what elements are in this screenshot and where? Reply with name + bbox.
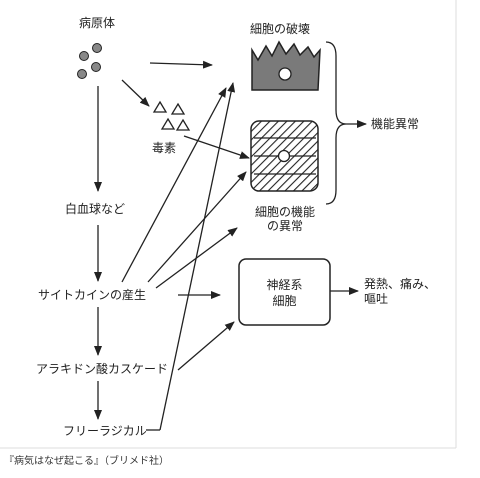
- pathogen-particles: [77, 43, 102, 79]
- nervous-cell-box: [238, 258, 331, 326]
- label-nervous-1: 神経系: [266, 278, 303, 292]
- label-nervous-2: 細胞: [272, 294, 297, 308]
- label-organ-dysfunction: 機能異常: [371, 117, 420, 131]
- arrow-arachidonic-to-nervous: [177, 321, 235, 371]
- arrow-pathogen-to-destruction: [149, 60, 213, 69]
- source-caption: 『病気はなぜ起こる』（ブリメド社）: [4, 456, 169, 467]
- arrow-toxin-to-dysfunction: [183, 135, 250, 159]
- label-cell-dysfunction-2: の異常: [266, 219, 303, 233]
- label-leukocytes: 白血球など: [65, 202, 126, 216]
- arrow-cytokine-to-destruction: [121, 87, 227, 283]
- arrow-cytokine-to-dysfunction: [147, 171, 247, 283]
- label-symptoms-2: 嘔吐: [364, 292, 389, 306]
- label-cell-destruction: 細胞の破壊: [250, 22, 311, 36]
- label-cytokine: サイトカインの産生: [38, 288, 147, 302]
- label-arachidonic: アラキドン酸カスケード: [36, 362, 169, 376]
- toxin-triangles: [152, 100, 191, 131]
- label-pathogen: 病原体: [79, 16, 116, 30]
- dysfunctional-cell-icon: [250, 120, 319, 192]
- arrow-radical-to-dysfunction: [155, 227, 238, 289]
- label-free-radical: フリーラジカル: [63, 424, 147, 438]
- arrow-pathogen-to-toxin: [121, 79, 150, 107]
- label-toxin: 毒素: [152, 141, 177, 155]
- label-cell-dysfunction-1: 細胞の機能: [254, 205, 315, 219]
- arrow-radical-to-destruction: [159, 82, 236, 431]
- label-symptoms-1: 発熱、痛み、: [364, 277, 437, 291]
- destroyed-cell-icon: [251, 40, 321, 91]
- grouping-brace: [325, 41, 347, 205]
